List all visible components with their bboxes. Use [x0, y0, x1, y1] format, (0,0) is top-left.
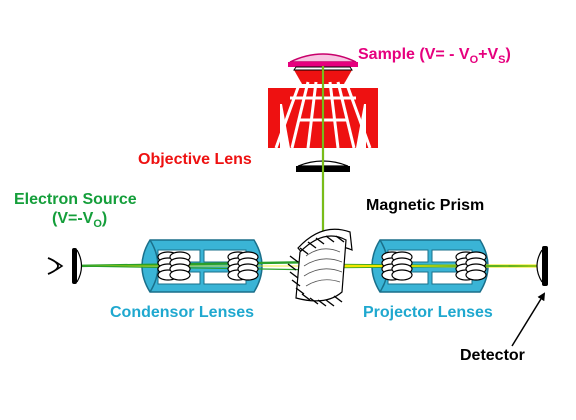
- projector-lenses-label: Projector Lenses: [363, 304, 493, 321]
- detector: [536, 246, 548, 286]
- electron-source-voltage-label: (V=-VO): [52, 210, 108, 230]
- magnetic-prism: [287, 228, 353, 307]
- electron-source-label: Electron Source: [14, 191, 137, 208]
- magnetic-prism-label: Magnetic Prism: [366, 197, 485, 214]
- electron-source: [47, 248, 83, 284]
- detector-arrow: [511, 292, 546, 347]
- detector-label: Detector: [460, 347, 525, 364]
- objective-lens-label: Objective Lens: [138, 151, 252, 168]
- electron-beam: [73, 66, 541, 271]
- condensor-lenses-label: Condensor Lenses: [110, 304, 255, 321]
- sample-label: Sample (V= - VO+VS): [358, 46, 511, 66]
